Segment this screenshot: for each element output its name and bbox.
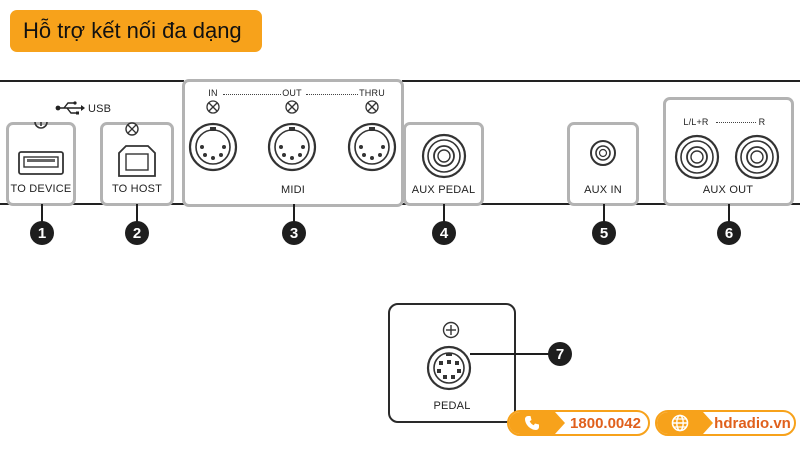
midi-label: MIDI (280, 184, 306, 196)
ground-screw-icon (206, 100, 220, 114)
to-host-label: TO HOST (111, 183, 163, 195)
ground-screw-icon (365, 100, 379, 114)
midi-in-label: IN (208, 88, 218, 98)
callout-stem (443, 204, 445, 224)
usb-label: USB (88, 103, 112, 115)
aux-out-l-label: L/L+R (683, 117, 709, 127)
ground-screw-icon (285, 100, 299, 114)
usb-b-port (118, 145, 156, 177)
callout-badge-5: 5 (592, 221, 616, 245)
callout-badge-6: 6 (717, 221, 741, 245)
pedal-label: PEDAL (433, 400, 471, 412)
aux-in-label: AUX IN (584, 184, 622, 196)
callout-badge-3: 3 (282, 221, 306, 245)
midi-group: IN OUT THRU MI (182, 79, 404, 207)
midi-in-port (188, 122, 238, 172)
callout-stem (41, 204, 43, 224)
section-title: Hỗ trợ kết nối đa dạng (10, 10, 262, 52)
aux-pedal-jack (421, 133, 467, 179)
midi-thru-port (347, 122, 397, 172)
phone-icon (509, 412, 565, 434)
aux-out-r-jack (734, 134, 780, 180)
callout-badge-4: 4 (432, 221, 456, 245)
port-pedal: PEDAL (388, 303, 516, 423)
ground-screw-icon (125, 122, 139, 136)
aux-in-jack (590, 140, 616, 166)
callout-leader (470, 353, 550, 355)
port-aux-in: AUX IN (567, 122, 639, 206)
aux-out-label: AUX OUT (702, 184, 754, 196)
callout-stem (603, 204, 605, 224)
panel-top-edge-right (402, 80, 800, 82)
aux-out-l-jack (674, 134, 720, 180)
port-to-device: TO DEVICE (6, 122, 76, 206)
port-aux-pedal: AUX PEDAL (403, 122, 484, 206)
phone-number: 1800.0042 (570, 414, 641, 432)
callout-badge-1: 1 (30, 221, 54, 245)
callout-stem (728, 204, 730, 224)
aux-pedal-label: AUX PEDAL (411, 184, 476, 196)
website-url: hdradio.vn (714, 414, 791, 432)
ground-screw-icon (34, 121, 48, 129)
panel-top-edge-left (0, 80, 184, 82)
callout-badge-7: 7 (548, 342, 572, 366)
callout-stem (293, 204, 295, 224)
midi-dotted-line (223, 94, 281, 95)
callout-badge-2: 2 (125, 221, 149, 245)
globe-icon (657, 412, 713, 434)
aux-out-r-label: R (758, 117, 766, 127)
usb-icon (55, 101, 85, 115)
website-contact[interactable]: hdradio.vn (655, 410, 796, 436)
pedal-din-port (426, 345, 472, 391)
phone-contact[interactable]: 1800.0042 (507, 410, 650, 436)
midi-thru-label: THRU (359, 88, 385, 98)
callout-stem (136, 204, 138, 224)
to-device-label: TO DEVICE (10, 183, 72, 195)
midi-out-label: OUT (282, 88, 302, 98)
port-to-host: TO HOST (100, 122, 174, 206)
midi-out-port (267, 122, 317, 172)
ground-screw-icon (442, 321, 460, 339)
midi-dotted-line (306, 94, 358, 95)
aux-out-dotted-line (716, 122, 756, 123)
aux-out-group: L/L+R R AUX OUT (663, 97, 794, 206)
usb-a-port (18, 151, 64, 175)
